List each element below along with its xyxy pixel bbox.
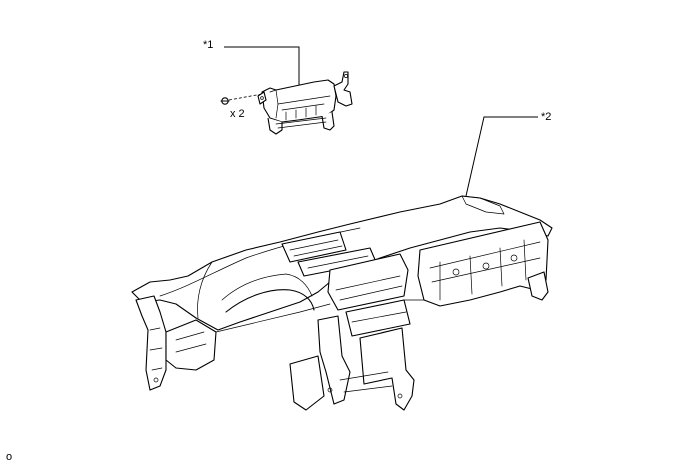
callout-1-leader bbox=[224, 46, 300, 88]
callout-2-leader bbox=[465, 116, 538, 197]
screw bbox=[220, 93, 263, 105]
instrument-panel-drawing bbox=[131, 195, 553, 411]
callout-2-label: *2 bbox=[541, 111, 551, 123]
figure-code: o bbox=[6, 451, 12, 463]
callout-2: *2 bbox=[465, 111, 551, 197]
fastener-quantity: x 2 bbox=[230, 108, 245, 120]
callout-1-label: *1 bbox=[203, 39, 213, 51]
airbag-assembly-drawing bbox=[257, 71, 353, 135]
callout-1: *1 bbox=[203, 39, 300, 88]
